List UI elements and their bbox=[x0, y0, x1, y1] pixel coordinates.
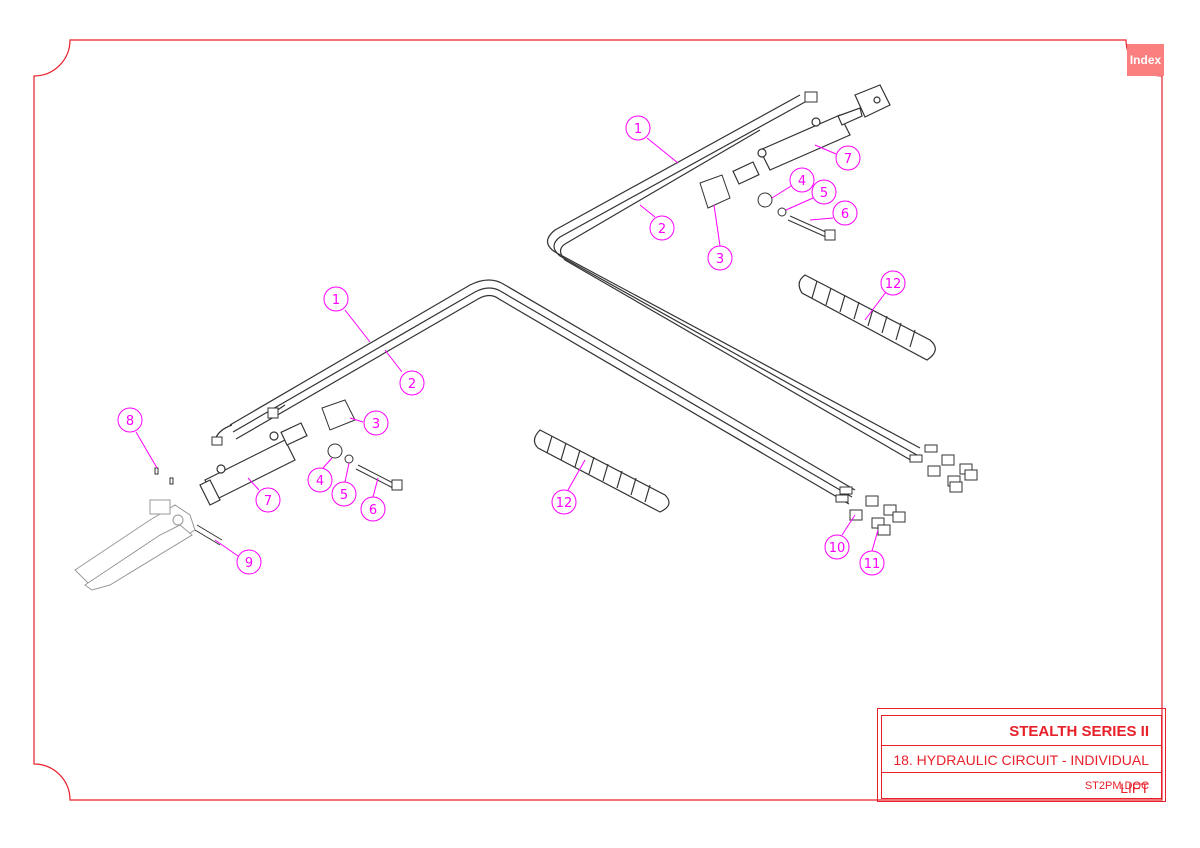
callout-left-7-label: 7 bbox=[264, 494, 272, 509]
callout-right-6-label: 6 bbox=[841, 207, 849, 222]
callout-left-7: 7 bbox=[247, 477, 281, 513]
left-hose-fittings bbox=[211, 407, 906, 536]
callout-right-12-label: 12 bbox=[885, 277, 902, 292]
callout-left-5: 5 bbox=[331, 462, 357, 507]
callout-left-3-label: 3 bbox=[372, 417, 380, 432]
callout-right-4: 4 bbox=[771, 167, 815, 199]
callout-left-9: 9 bbox=[214, 539, 262, 575]
callout-right-2-label: 2 bbox=[658, 222, 666, 237]
callout-right-1: 1 bbox=[625, 115, 679, 164]
left-cylinder bbox=[199, 422, 308, 506]
callout-left-2-label: 2 bbox=[408, 377, 416, 392]
left-small-parts bbox=[154, 399, 403, 546]
callout-left-1: 1 bbox=[323, 286, 371, 343]
callout-left-10-label: 10 bbox=[829, 541, 846, 556]
callout-left-11: 11 bbox=[859, 529, 885, 576]
title-block-section: 18. HYDRAULIC CIRCUIT - INDIVIDUAL LIFT bbox=[881, 745, 1162, 796]
callout-left-4: 4 bbox=[307, 457, 333, 493]
callout-right-1-label: 1 bbox=[634, 122, 642, 137]
callout-left-12: 12 bbox=[551, 459, 586, 515]
callout-left-2: 2 bbox=[384, 349, 425, 396]
callout-right-6: 6 bbox=[809, 200, 858, 226]
right-cylinder bbox=[732, 84, 891, 185]
callout-left-1-label: 1 bbox=[332, 293, 340, 308]
title-block-frame bbox=[877, 708, 1166, 802]
callout-left-8-label: 8 bbox=[126, 414, 134, 429]
callout-left-5-label: 5 bbox=[340, 488, 348, 503]
left-hose-assembly bbox=[214, 279, 856, 505]
callout-left-8: 8 bbox=[117, 407, 158, 469]
callout-left-10: 10 bbox=[824, 514, 856, 560]
callout-right-3-label: 3 bbox=[716, 252, 724, 267]
callout-right-2: 2 bbox=[639, 204, 675, 241]
drawing-frame bbox=[33, 39, 1163, 801]
left-hose-sleeve bbox=[533, 429, 670, 513]
callout-right-5-label: 5 bbox=[820, 186, 828, 201]
callout-right-5: 5 bbox=[785, 179, 837, 211]
left-lift-arm bbox=[74, 499, 196, 591]
callout-left-6-label: 6 bbox=[369, 503, 377, 518]
title-block-series: STEALTH SERIES II bbox=[881, 715, 1162, 746]
callout-left-11-label: 11 bbox=[864, 557, 881, 572]
title-block-document: ST2PM.DOC bbox=[881, 772, 1162, 799]
callout-right-4-label: 4 bbox=[798, 174, 806, 189]
callout-left-6: 6 bbox=[360, 477, 386, 522]
right-hose-fittings bbox=[804, 91, 978, 493]
callout-left-3: 3 bbox=[349, 410, 389, 436]
callout-right-7: 7 bbox=[814, 144, 861, 171]
right-small-parts bbox=[699, 174, 836, 241]
index-button[interactable]: Index bbox=[1127, 44, 1164, 76]
callout-right-7-label: 7 bbox=[844, 152, 852, 167]
right-hose-assembly bbox=[546, 94, 921, 463]
callout-right-12: 12 bbox=[864, 270, 906, 321]
callout-left-4-label: 4 bbox=[316, 474, 324, 489]
callout-left-9-label: 9 bbox=[245, 556, 253, 571]
callout-right-3: 3 bbox=[707, 204, 733, 271]
callout-left-12-label: 12 bbox=[556, 496, 573, 511]
